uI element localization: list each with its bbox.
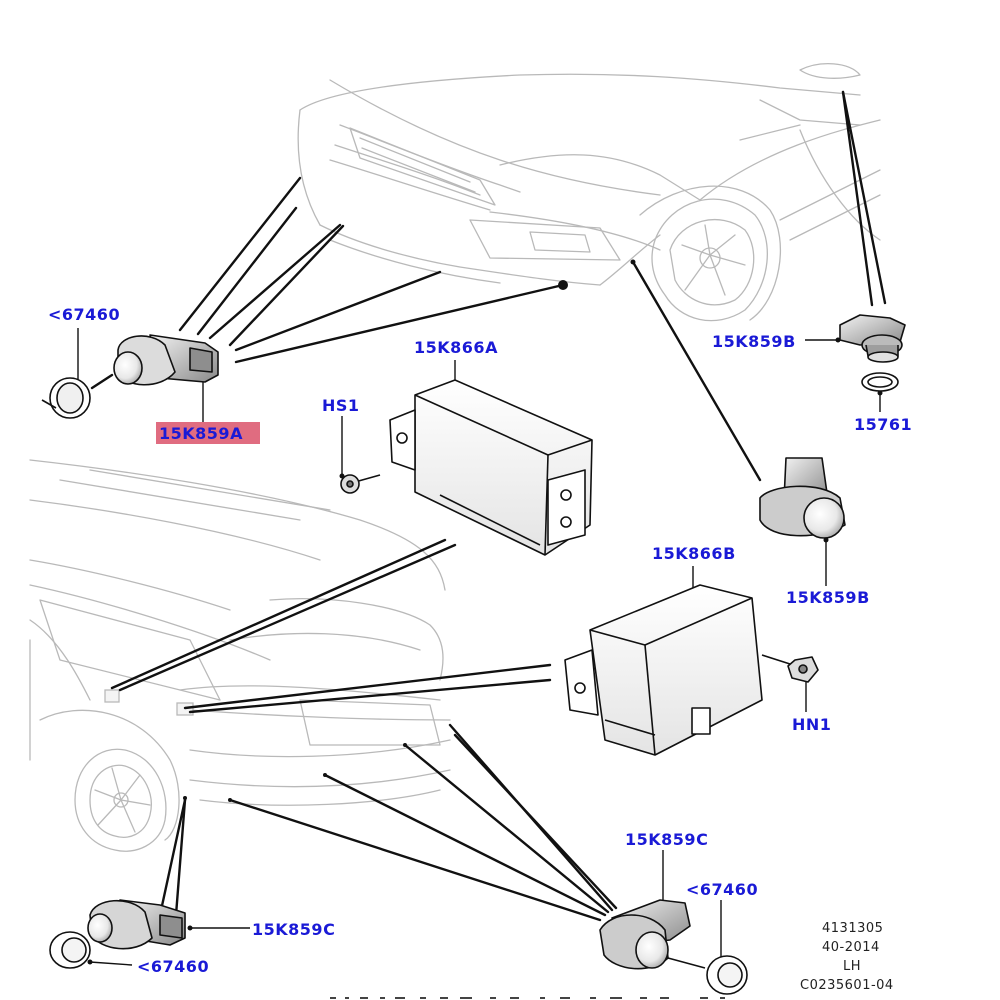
rear-vehicle-illustration (29, 459, 451, 852)
front-vehicle-illustration (297, 63, 881, 322)
reference-line-4: C0235601-04 (800, 978, 894, 993)
callout-HN1[interactable]: HN1 (792, 715, 831, 734)
callout-15K859B-lower[interactable]: 15K859B (786, 588, 870, 607)
callout-labels: <67460 15K859A 15K866A HS1 15K859B 15761… (48, 305, 912, 976)
reference-line-3: LH (843, 959, 861, 974)
parking-control-module-15K866B (564, 584, 763, 756)
callout-HS1[interactable]: HS1 (322, 396, 360, 415)
callout-15K859C-right[interactable]: 15K859C (625, 830, 708, 849)
nut-HN1 (761, 654, 819, 683)
leader-lines (110, 90, 887, 922)
callout-15K859B-upper[interactable]: 15K859B (712, 332, 796, 351)
parking-sensor-15K859A (113, 334, 219, 386)
o-ring-15761 (861, 372, 899, 392)
callout-67460-rear-right[interactable]: <67460 (686, 880, 758, 899)
bezel-ring-67460-front (41, 377, 91, 419)
bezel-ring-67460-rear-right (706, 955, 748, 995)
callout-15K866A[interactable]: 15K866A (414, 338, 498, 357)
callout-67460-front[interactable]: <67460 (48, 305, 120, 324)
reference-block: 4131305 40-2014 LH C0235601-04 (800, 921, 894, 993)
screw-HS1 (340, 474, 381, 494)
selected-part-highlight (156, 422, 260, 444)
callout-15K859C-left[interactable]: 15K859C (252, 920, 335, 939)
front-sensor-axis (90, 373, 114, 390)
callout-15K859A[interactable]: 15K859A (159, 424, 243, 443)
parking-sensor-15K859C-right (599, 899, 706, 970)
callout-15761[interactable]: 15761 (854, 415, 912, 434)
parking-sensor-15K859C-left (87, 899, 186, 950)
callout-15K866B[interactable]: 15K866B (652, 544, 736, 563)
reference-line-2: 40-2014 (822, 940, 880, 955)
reference-line-1: 4131305 (822, 921, 883, 936)
parking-control-module-15K866A (389, 379, 593, 556)
bezel-ring-67460-rear-left (49, 931, 91, 969)
parking-sensor-15K859B-upper (839, 314, 906, 363)
callout-67460-rear-left[interactable]: <67460 (137, 957, 209, 976)
parking-sensor-15K859B-lower (759, 457, 846, 539)
